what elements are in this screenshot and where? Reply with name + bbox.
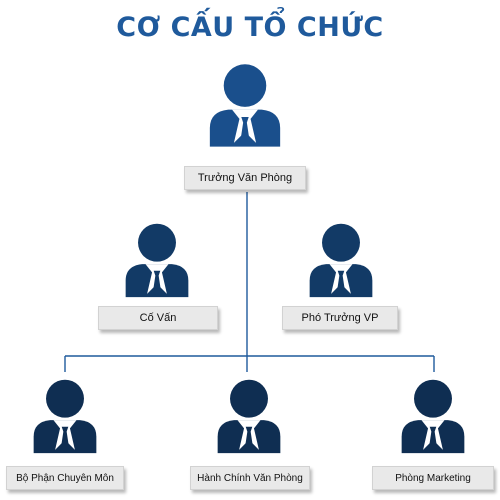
page-title: CƠ CẤU TỔ CHỨC [116, 12, 384, 43]
person-icon [125, 223, 189, 298]
person-icon [401, 379, 465, 454]
node-admin-label: Hành Chính Văn Phòng [190, 466, 310, 490]
node-marketing-label: Phòng Marketing [372, 466, 494, 490]
person-icon [209, 64, 281, 147]
node-head-label: Trưởng Văn Phòng [184, 166, 306, 190]
node-deputy-label: Phó Trưởng VP [282, 306, 398, 330]
person-icon [33, 379, 97, 454]
node-specialist-label: Bộ Phận Chuyên Môn [6, 466, 124, 490]
node-advisor-label: Cố Vấn [98, 306, 218, 330]
person-icon [217, 379, 281, 454]
person-icon [309, 223, 373, 298]
